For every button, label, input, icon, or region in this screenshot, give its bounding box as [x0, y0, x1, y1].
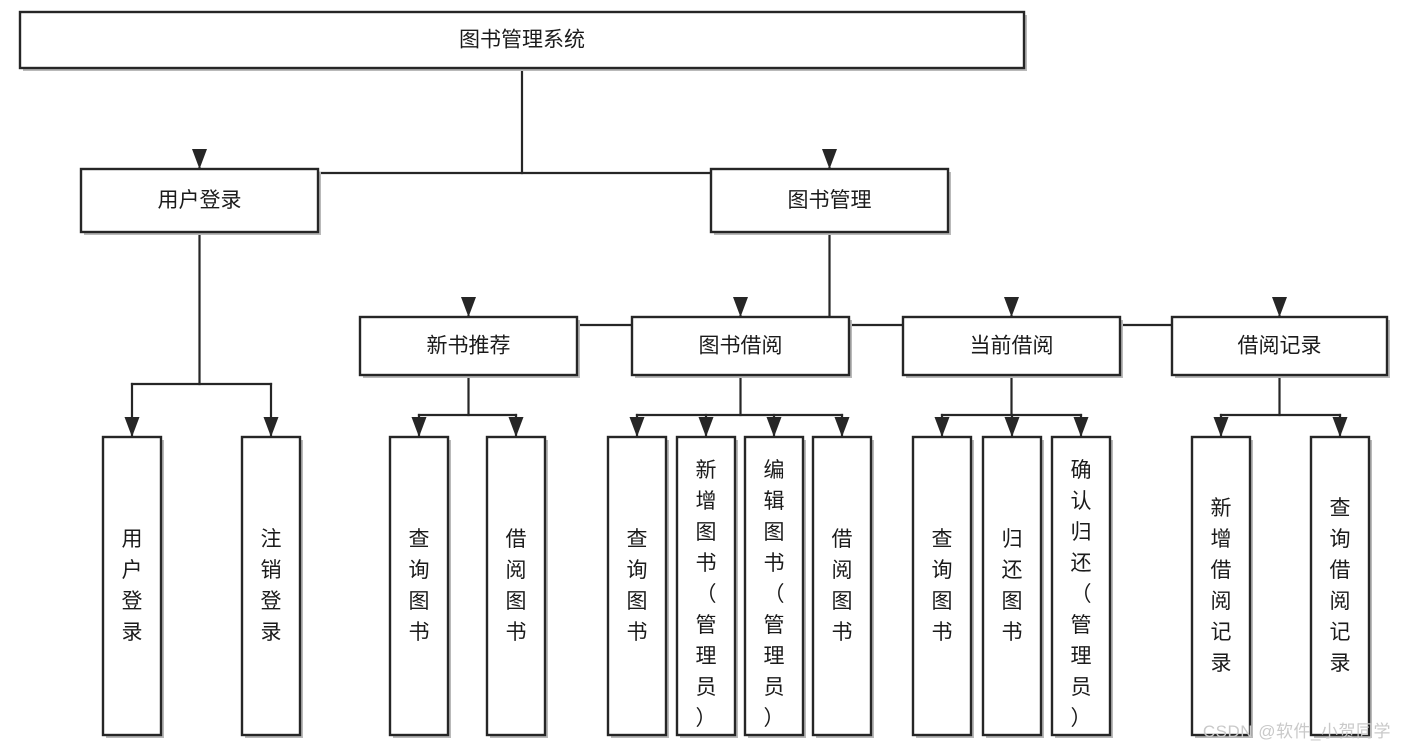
node-leaf-add-borrow-record[interactable]: 新增借阅记录: [1190, 435, 1253, 738]
node-leaf-borrow-book[interactable]: 借阅图书: [811, 435, 874, 738]
node-label: 图书管理系统: [459, 29, 585, 52]
node-label: 图书管理: [788, 189, 872, 212]
node-leaf-query-book-rec[interactable]: 查询图书: [388, 435, 451, 738]
node-label: 借阅图书: [832, 528, 853, 644]
edges-layer: [124, 66, 1348, 438]
node-leaf-edit-book[interactable]: 编辑图书（管理员）: [743, 435, 806, 738]
node-leaf-query-borrow-record[interactable]: 查询借阅记录: [1309, 435, 1372, 738]
node-current-borrow[interactable]: 当前借阅: [901, 315, 1123, 378]
node-leaf-query-book-borrow[interactable]: 查询图书: [606, 435, 669, 738]
node-new-book-recommend[interactable]: 新书推荐: [358, 315, 580, 378]
node-label: 查询借阅记录: [1330, 497, 1351, 675]
node-borrow-record[interactable]: 借阅记录: [1170, 315, 1390, 378]
node-label: 当前借阅: [970, 335, 1054, 358]
node-leaf-user-login[interactable]: 用户登录: [101, 435, 164, 738]
node-label: 图书借阅: [699, 335, 783, 358]
node-leaf-add-book[interactable]: 新增图书（管理员）: [675, 435, 738, 738]
node-label: 注销登录: [261, 528, 282, 644]
node-label: 编辑图书（管理员）: [764, 459, 785, 730]
nodes-layer: 图书管理系统用户登录图书管理新书推荐图书借阅当前借阅借阅记录用户登录注销登录查询…: [18, 10, 1390, 738]
node-label: 确认归还（管理员）: [1071, 459, 1092, 730]
node-leaf-borrow-book-rec[interactable]: 借阅图书: [485, 435, 548, 738]
watermark-label: CSDN @软件_小贺同学: [1202, 722, 1391, 741]
node-label: 新增借阅记录: [1211, 497, 1232, 675]
node-label: 用户登录: [158, 189, 242, 212]
node-label: 借阅图书: [506, 528, 527, 644]
node-root-图书管理系统[interactable]: 图书管理系统: [18, 10, 1027, 71]
node-label: 查询图书: [932, 528, 953, 644]
node-label: 用户登录: [122, 528, 143, 644]
node-book-borrow[interactable]: 图书借阅: [630, 315, 852, 378]
node-book-manage[interactable]: 图书管理: [709, 167, 951, 235]
node-user-login[interactable]: 用户登录: [79, 167, 321, 235]
node-leaf-return-book[interactable]: 归还图书: [981, 435, 1044, 738]
node-label: 归还图书: [1002, 528, 1023, 644]
node-label: 借阅记录: [1238, 335, 1322, 358]
node-leaf-logout-login[interactable]: 注销登录: [240, 435, 303, 738]
node-leaf-confirm-return[interactable]: 确认归还（管理员）: [1050, 435, 1113, 738]
node-leaf-query-book-cur[interactable]: 查询图书: [911, 435, 974, 738]
node-label: 查询图书: [627, 528, 648, 644]
node-label: 查询图书: [409, 528, 430, 644]
node-label: 新书推荐: [427, 335, 511, 358]
node-label: 新增图书（管理员）: [696, 459, 717, 730]
